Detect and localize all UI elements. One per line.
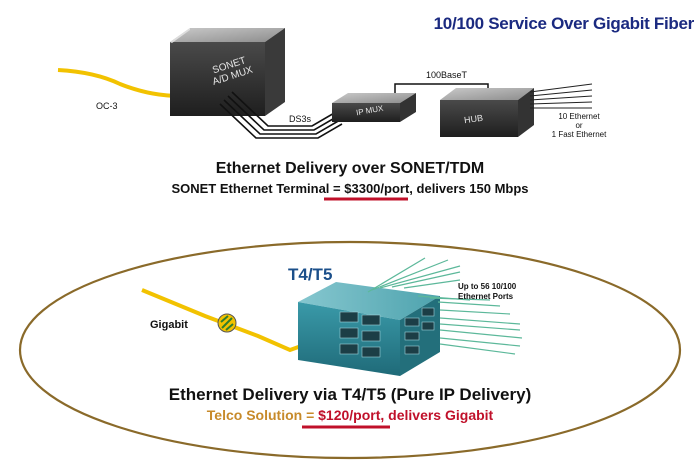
bottom-subheading: Telco Solution = $120/port, delivers Gig… — [0, 407, 700, 423]
ds3s-label: DS3s — [289, 114, 312, 124]
gigabit-label: Gigabit — [150, 319, 188, 331]
t4t5-label: T4/T5 — [288, 265, 333, 284]
100baset-label: 100BaseT — [426, 70, 468, 80]
fiber-connector-icon — [217, 313, 237, 333]
hub-output-line2: or — [575, 121, 583, 130]
ip-mux-box — [332, 93, 416, 122]
hub-output-lines — [529, 83, 593, 109]
ds3-cables — [219, 91, 343, 139]
hub-box — [440, 88, 534, 137]
top-subheading: SONET Ethernet Terminal = $3300/port, de… — [0, 181, 700, 196]
hub-output-line3: 1 Fast Ethernet — [551, 130, 607, 139]
bottom-sub-price: $120/port — [318, 407, 381, 423]
bottom-heading: Ethernet Delivery via T4/T5 (Pure IP Del… — [168, 385, 532, 404]
hub-output-label: 10 Ethernet or 1 Fast Ethernet — [544, 112, 614, 139]
bottom-sub-prefix: Telco Solution = — [206, 407, 319, 423]
telco-ellipse — [18, 240, 682, 460]
hub-output-line1: 10 Ethernet — [558, 112, 600, 121]
top-sub-prefix: SONET Ethernet Terminal = — [171, 181, 345, 196]
oc3-fiber-cable — [57, 68, 181, 98]
top-heading: Ethernet Delivery over SONET/TDM — [215, 160, 485, 177]
ethernet-port-lines — [367, 257, 523, 355]
ethernet-ports-label: Up to 56 10/100 Ethernet Ports — [458, 282, 516, 302]
page-title: 10/100 Service Over Gigabit Fiber — [433, 14, 695, 33]
top-sub-price: $3300/port — [344, 181, 410, 196]
ports-line2: Ethernet Ports — [458, 292, 514, 301]
ports-line1: Up to 56 10/100 — [458, 282, 517, 291]
sonet-adm-box — [170, 28, 285, 116]
oc3-label: OC-3 — [96, 101, 118, 111]
top-sub-suffix: , delivers 150 Mbps — [409, 181, 529, 196]
t4t5-device — [298, 282, 440, 376]
bottom-sub-suffix: , delivers Gigabit — [380, 407, 494, 423]
